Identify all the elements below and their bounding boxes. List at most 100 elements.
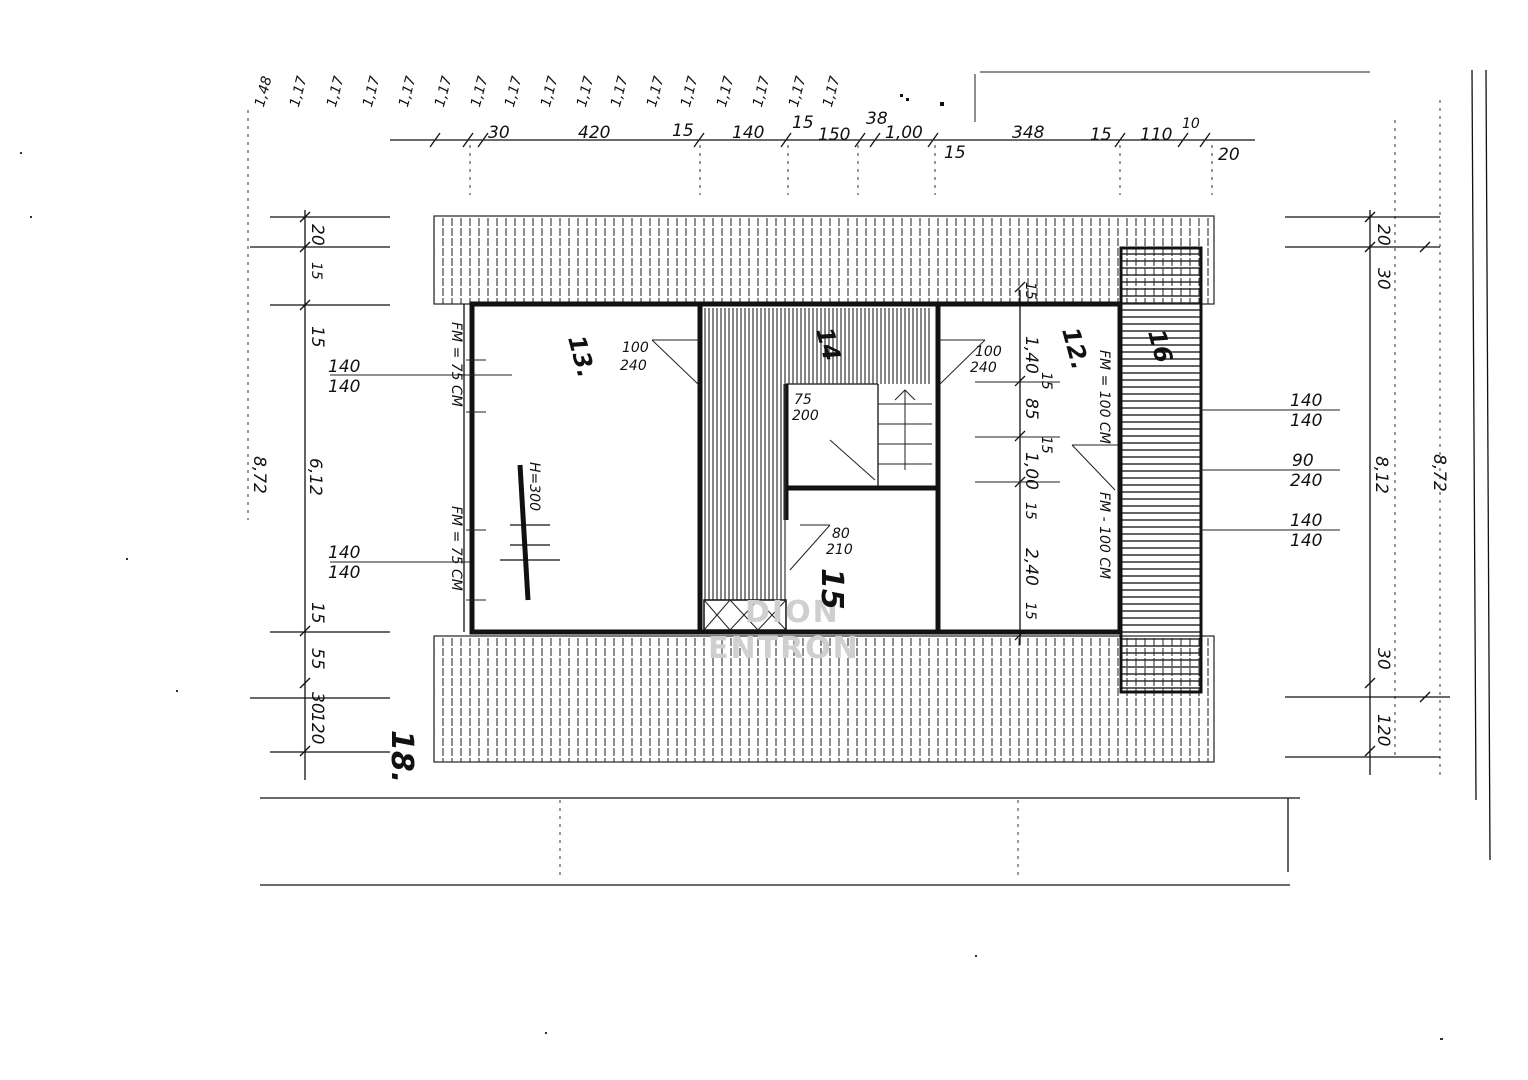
staircase	[829, 389, 932, 481]
svg-text:15: 15	[672, 121, 694, 141]
window-leaders	[330, 374, 1340, 563]
svg-text:140: 140	[1290, 411, 1322, 431]
door-swings	[651, 339, 1118, 571]
svg-text:140: 140	[1290, 531, 1322, 551]
svg-text:15: 15	[814, 568, 849, 610]
svg-text:15: 15	[792, 113, 814, 133]
svg-text:140: 140	[1290, 391, 1322, 411]
top-dimension-line	[390, 132, 1255, 195]
svg-text:30: 30	[1373, 268, 1393, 290]
svg-text:30: 30	[488, 123, 510, 143]
svg-text:FM - 100 CM: FM - 100 CM	[1096, 492, 1112, 579]
roof-bottom	[433, 635, 1215, 763]
svg-text:75: 75	[794, 392, 812, 408]
svg-text:15: 15	[1022, 602, 1038, 620]
room-12-dimension-labels: 15 1,40 15 85 15 1,00 15 2,40 15	[1021, 282, 1054, 620]
svg-text:90: 90	[1292, 451, 1314, 471]
svg-text:1,48: 1,48	[252, 74, 276, 108]
window-labels: 140 140 140 140 140 140 90 240 140 140	[328, 357, 1322, 583]
svg-text:8,72: 8,72	[249, 456, 269, 494]
svg-text:100: 100	[975, 344, 1002, 360]
corridor-hatch	[703, 308, 932, 631]
svg-text:1,17: 1,17	[608, 74, 632, 108]
svg-text:240: 240	[970, 360, 997, 376]
svg-text:30: 30	[1373, 648, 1393, 670]
svg-text:15: 15	[1038, 372, 1054, 390]
left-dimension-line	[250, 210, 390, 780]
svg-text:6,12: 6,12	[305, 458, 325, 496]
windows	[466, 359, 486, 601]
svg-text:1,17: 1,17	[396, 74, 420, 108]
svg-text:FM = 75 CM: FM = 75 CM	[448, 322, 464, 407]
svg-text:1,17: 1,17	[714, 74, 738, 108]
svg-text:1,17: 1,17	[360, 74, 384, 108]
balcony	[1119, 246, 1203, 694]
room-numbers: 13. 14 12. 16 15 18.	[384, 324, 1178, 783]
svg-text:140: 140	[1290, 511, 1322, 531]
svg-text:110: 110	[1140, 125, 1172, 145]
top-tick-labels: 1,48 1,17 1,17 1,17 1,17 1,17 1,17 1,17 …	[252, 74, 844, 108]
svg-text:55: 55	[307, 648, 327, 670]
svg-text:140: 140	[328, 563, 360, 583]
svg-text:DION: DION	[745, 595, 840, 630]
right-dimension-line	[1285, 210, 1450, 775]
svg-text:1,40: 1,40	[1021, 336, 1041, 374]
svg-text:20: 20	[1373, 224, 1393, 246]
svg-text:1,17: 1,17	[468, 74, 492, 108]
svg-text:12.: 12.	[1056, 324, 1094, 372]
furniture-room-13	[500, 464, 560, 601]
svg-text:1,00: 1,00	[1021, 452, 1041, 490]
svg-text:140: 140	[732, 123, 764, 143]
svg-text:210: 210	[826, 542, 853, 558]
svg-text:30: 30	[307, 692, 327, 714]
svg-text:240: 240	[620, 358, 647, 374]
svg-text:15: 15	[307, 326, 327, 348]
svg-text:1,17: 1,17	[538, 74, 562, 108]
svg-text:85: 85	[1021, 398, 1041, 420]
svg-text:38: 38	[866, 109, 888, 129]
scan-specks	[20, 94, 1443, 1040]
svg-text:10: 10	[1182, 116, 1200, 132]
svg-text:1,00: 1,00	[885, 123, 923, 143]
svg-text:20: 20	[307, 224, 327, 246]
svg-text:140: 140	[328, 357, 360, 377]
svg-text:18.: 18.	[384, 730, 419, 783]
svg-text:150: 150	[818, 125, 850, 145]
svg-text:13.: 13.	[562, 332, 600, 380]
svg-text:1,17: 1,17	[574, 74, 598, 108]
right-dimension-labels: 20 30 8,72 8,12 30 120	[1371, 224, 1449, 746]
svg-text:1,17: 1,17	[750, 74, 774, 108]
svg-text:1,17: 1,17	[432, 74, 456, 108]
svg-text:FM = 75 CM: FM = 75 CM	[448, 506, 464, 591]
svg-text:1,17: 1,17	[644, 74, 668, 108]
svg-text:15: 15	[944, 143, 966, 163]
svg-text:1,17: 1,17	[678, 74, 702, 108]
svg-text:1,17: 1,17	[324, 74, 348, 108]
svg-text:120: 120	[1373, 714, 1393, 746]
svg-text:80: 80	[832, 526, 850, 542]
svg-text:20: 20	[1218, 145, 1240, 165]
room-12-dimension-line	[975, 281, 1060, 645]
svg-text:H=300: H=300	[526, 462, 542, 511]
svg-text:2,40: 2,40	[1021, 548, 1041, 586]
svg-text:100: 100	[622, 340, 649, 356]
svg-text:240: 240	[1290, 471, 1322, 491]
svg-text:348: 348	[1012, 123, 1045, 143]
svg-text:8,12: 8,12	[1371, 456, 1391, 494]
svg-text:1,17: 1,17	[502, 74, 526, 108]
svg-text:ENTRON: ENTRON	[708, 631, 860, 666]
svg-text:120: 120	[307, 712, 327, 744]
page-frame	[247, 69, 1491, 886]
svg-text:140: 140	[328, 377, 360, 397]
room-annotations: FM = 75 CM FM = 75 CM FM = 100 CM FM - 1…	[448, 322, 1112, 591]
svg-text:1,17: 1,17	[287, 74, 311, 108]
svg-text:8,72: 8,72	[1429, 454, 1449, 492]
svg-text:15: 15	[1022, 282, 1038, 300]
svg-text:15: 15	[307, 602, 327, 624]
roof-top	[433, 215, 1215, 305]
svg-text:FM = 100 CM: FM = 100 CM	[1096, 350, 1112, 444]
svg-text:15: 15	[1090, 125, 1112, 145]
svg-text:200: 200	[792, 408, 819, 424]
svg-text:420: 420	[578, 123, 610, 143]
